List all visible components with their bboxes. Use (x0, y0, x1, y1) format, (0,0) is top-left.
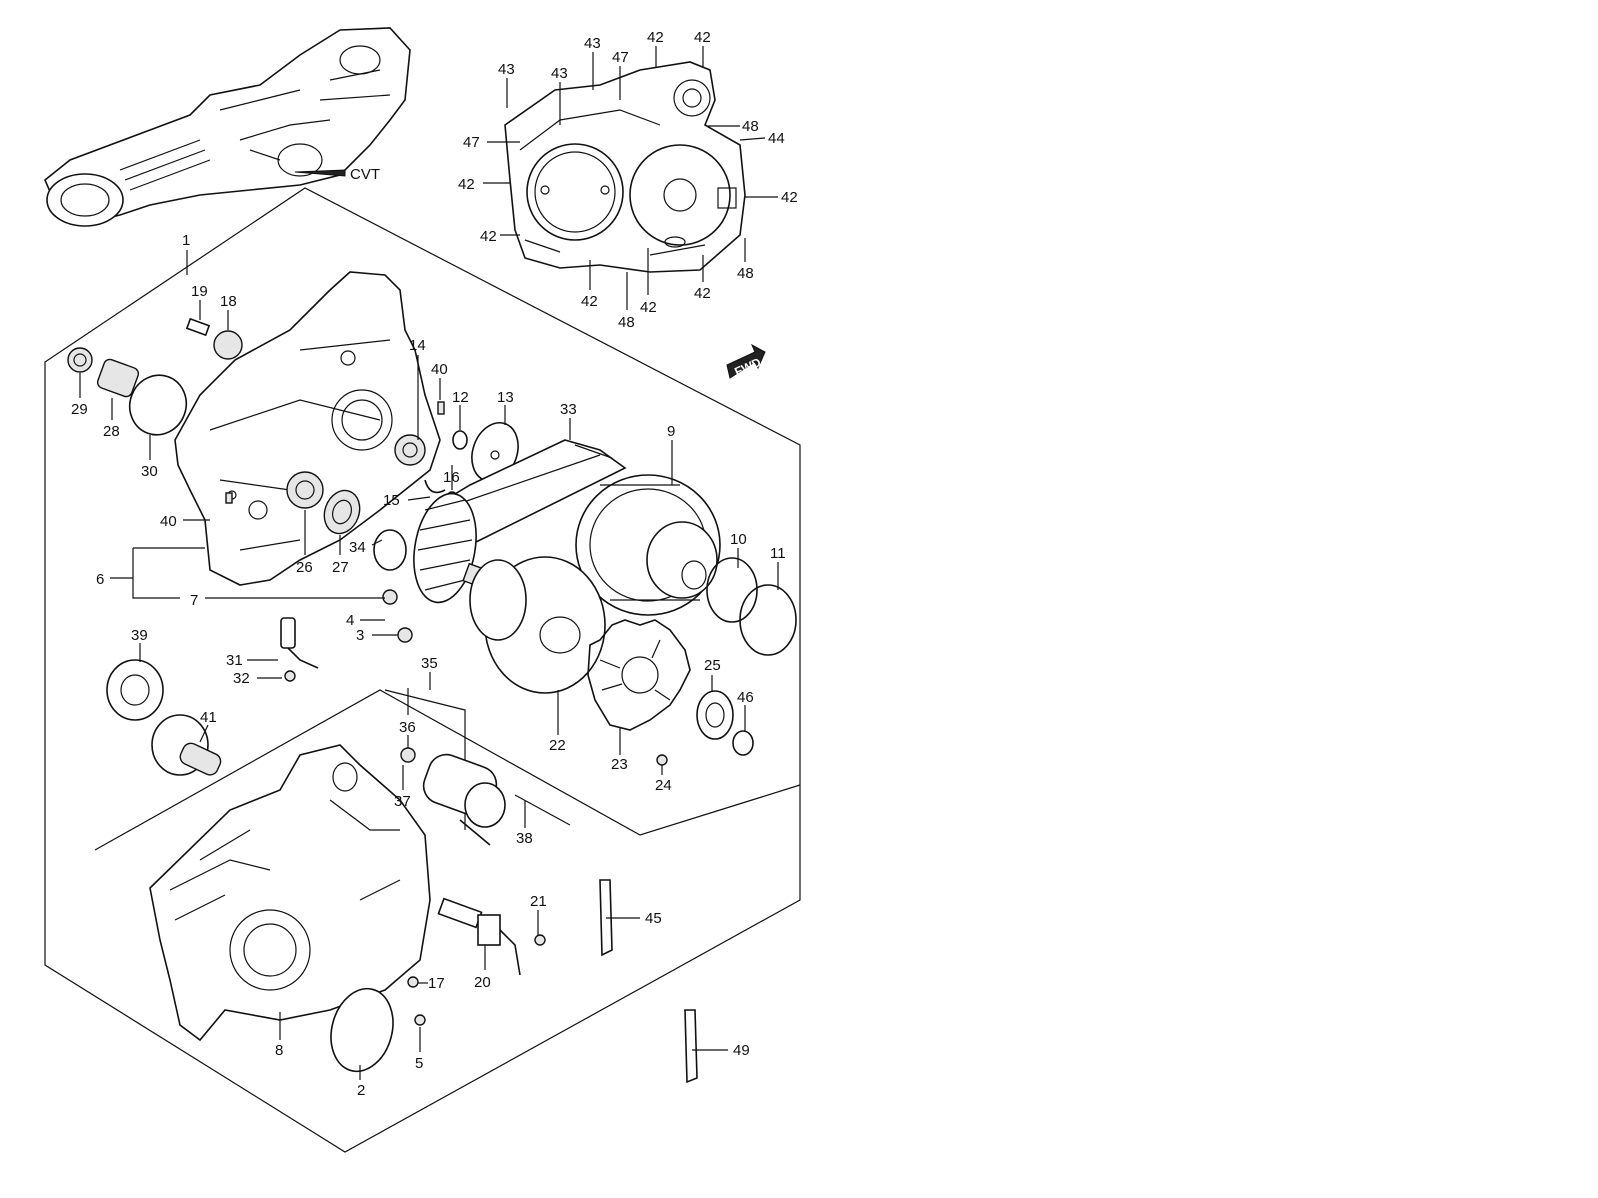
callout-8: 8 (275, 1042, 283, 1059)
starter-motor-group (400, 747, 571, 846)
assembly-boundary (44, 187, 801, 1153)
callout-48-a: 48 (742, 118, 759, 135)
callout-4: 4 (346, 612, 354, 629)
callout-25: 25 (704, 657, 721, 674)
lower-boundary (94, 689, 801, 851)
callout-49: 49 (733, 1042, 750, 1059)
callout-47-b: 47 (463, 134, 480, 151)
callout-26: 26 (296, 559, 313, 576)
callout-9: 9 (667, 423, 675, 440)
cvt-pointer (294, 169, 346, 177)
callout-42-h: 42 (694, 285, 711, 302)
callout-11: 11 (770, 545, 786, 562)
callout-23: 23 (611, 756, 628, 773)
callout-34: 34 (349, 539, 366, 556)
callout-27: 27 (332, 559, 349, 576)
callout-13: 13 (497, 389, 514, 406)
engine-overview-illustration (44, 27, 411, 227)
callout-6: 6 (96, 571, 104, 588)
callout-33: 33 (560, 401, 577, 418)
callout-18: 18 (220, 293, 237, 310)
callout-42-d: 42 (781, 189, 798, 206)
cvt-cover-illustration (504, 61, 746, 273)
callout-32: 32 (233, 670, 250, 687)
callout-2: 2 (357, 1082, 365, 1099)
lower-left-parts (106, 617, 319, 776)
callout-48-c: 48 (618, 314, 635, 331)
callout-24: 24 (655, 777, 672, 794)
callout-42-g: 42 (640, 299, 657, 316)
callout-31: 31 (226, 652, 243, 669)
callout-20: 20 (474, 974, 491, 991)
callout-17: 17 (428, 975, 445, 992)
callout-43-b: 43 (551, 65, 568, 82)
cvt-label: CVT (350, 166, 380, 183)
fwd-label: FWD (732, 355, 763, 379)
callout-1: 1 (182, 232, 190, 249)
switch-20 (437, 897, 546, 976)
callout-3: 3 (356, 627, 364, 644)
callout-7: 7 (190, 592, 198, 609)
callout-42-e: 42 (480, 228, 497, 245)
callout-41: 41 (200, 709, 217, 726)
cvt-belt-and-pulleys (413, 439, 797, 766)
callout-19: 19 (191, 283, 208, 300)
callout-36: 36 (399, 719, 416, 736)
lower-case-cover (149, 744, 431, 1073)
callout-47-a: 47 (612, 49, 629, 66)
callout-45: 45 (645, 910, 662, 927)
callout-15: 15 (383, 492, 400, 509)
callout-12: 12 (452, 389, 469, 406)
callout-22: 22 (549, 737, 566, 754)
leader-lines (79, 46, 779, 1080)
callout-37: 37 (394, 793, 411, 810)
callout-30: 30 (141, 463, 158, 480)
callout-39: 39 (131, 627, 148, 644)
callout-40-left: 40 (160, 513, 177, 530)
callout-42-a: 42 (647, 29, 664, 46)
callout-10: 10 (730, 531, 747, 548)
callout-43-a: 43 (498, 61, 515, 78)
callout-21: 21 (530, 893, 547, 910)
callout-43-c: 43 (584, 35, 601, 52)
callout-40-top: 40 (431, 361, 448, 378)
callout-14: 14 (409, 337, 426, 354)
forward-direction-arrow: FWD (726, 343, 766, 379)
callout-42-b: 42 (694, 29, 711, 46)
callout-38: 38 (516, 830, 533, 847)
callout-29: 29 (71, 401, 88, 418)
callout-42-f: 42 (581, 293, 598, 310)
callout-16: 16 (443, 469, 460, 486)
callout-28: 28 (103, 423, 120, 440)
callout-48-b: 48 (737, 265, 754, 282)
callout-46: 46 (737, 689, 754, 706)
callout-42-c: 42 (458, 176, 475, 193)
callout-5: 5 (415, 1055, 423, 1072)
crankcase-half (174, 271, 441, 586)
callout-labels: 1 2 3 4 5 6 7 8 9 10 11 12 13 14 15 16 1… (71, 29, 798, 1099)
callout-44: 44 (768, 130, 785, 147)
callout-35: 35 (421, 655, 438, 672)
